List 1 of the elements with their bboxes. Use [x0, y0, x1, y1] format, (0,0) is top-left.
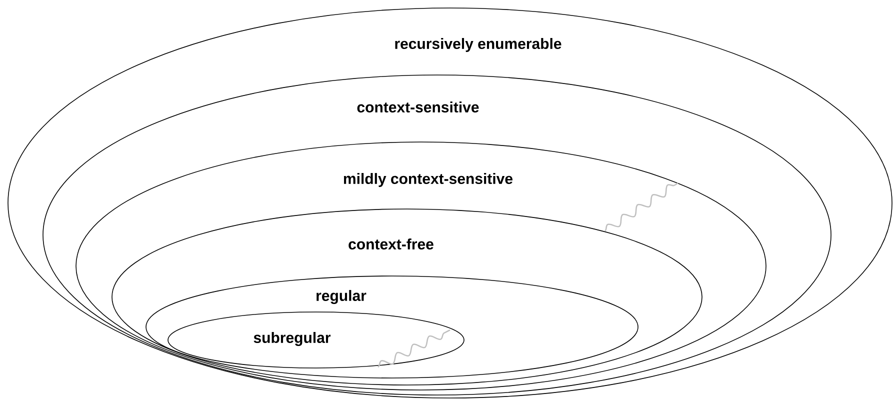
ellipse-region: subregular	[168, 312, 464, 368]
